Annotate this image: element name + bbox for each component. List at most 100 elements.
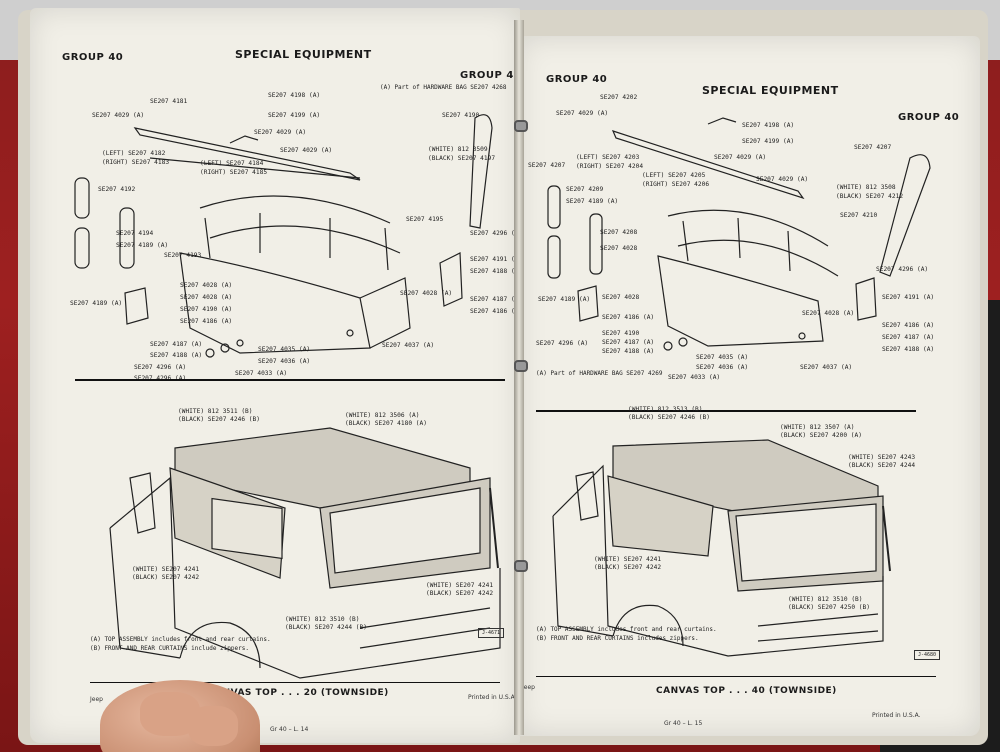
left-label-black-4246: (BLACK) SE207 4246 (B) (178, 416, 260, 423)
right-label-4186-r: SE207 4186 (A) (882, 322, 935, 329)
right-label-4202: SE207 4202 (600, 94, 638, 101)
right-label-black-4246: (BLACK) SE207 4246 (B) (628, 414, 710, 421)
right-label-4187-b: SE207 4187 (A) (602, 339, 655, 346)
left-page-caption: CANVAS TOP . . . 20 (TOWNSIDE) (208, 688, 389, 698)
right-page: GROUP 40 SPECIAL EQUIPMENT GROUP 40 (518, 36, 980, 736)
left-label-4195: SE207 4195 (406, 216, 444, 223)
left-label-4033: SE207 4033 (A) (235, 370, 288, 377)
right-hardware-note: (A) Part of HARDWARE BAG SE207 4269 (536, 370, 663, 377)
right-section-divider (536, 410, 916, 412)
right-label-white-3510: (WHITE) 812 3510 (B) (788, 596, 863, 603)
right-label-4189-b: SE207 4189 (A) (538, 296, 591, 303)
left-label-4185: (RIGHT) SE207 4185 (200, 169, 268, 176)
right-label-4033: SE207 4033 (A) (668, 374, 721, 381)
left-footnote-a: (A) TOP ASSEMBLY includes front and rear… (90, 636, 271, 643)
right-label-4190: SE207 4190 (602, 330, 640, 337)
left-label-4191: SE207 4191 (A) (470, 256, 523, 263)
right-label-4188-b: SE207 4188 (A) (602, 348, 655, 355)
right-footer-brand: Jeep (522, 684, 535, 691)
left-label-4192: SE207 4192 (98, 186, 136, 193)
left-label-4186-r: SE207 4186 (A) (470, 308, 523, 315)
left-label-black-4180: (BLACK) SE207 4180 (A) (345, 420, 427, 427)
right-label-4209: SE207 4209 (566, 186, 604, 193)
right-label-4208: SE207 4208 (600, 229, 638, 236)
right-label-4035: SE207 4035 (A) (696, 354, 749, 361)
left-label-4193: SE207 4193 (164, 252, 202, 259)
right-label-4028-a: SE207 4028 (600, 245, 638, 252)
right-label-4206: (RIGHT) SE207 4206 (642, 181, 710, 188)
left-label-4296-c: SE207 4296 (A) (134, 375, 186, 382)
right-label-4029-b: SE207 4029 (A) (714, 154, 767, 161)
right-label-4205: (LEFT) SE207 4205 (642, 172, 706, 179)
right-label-4028-c: SE207 4028 (A) (802, 310, 855, 317)
right-page-title: SPECIAL EQUIPMENT (702, 84, 839, 97)
left-label-4187-r: SE207 4187 (A) (470, 296, 523, 303)
right-caption-rule (536, 676, 936, 677)
left-group-label: GROUP 40 (62, 52, 124, 63)
right-page-reference: Gr 40 – L. 15 (664, 720, 703, 727)
right-footer-printed: Printed in U.S.A. (872, 712, 921, 719)
left-label-4188-b: SE207 4188 (A) (150, 352, 203, 359)
right-label-white-3513: (WHITE) 812 3513 (B) (628, 406, 703, 413)
left-label-4028-b: SE207 4028 (A) (180, 294, 233, 301)
left-label-white-4241-b: (WHITE) SE207 4241 (426, 582, 494, 589)
left-page: GROUP 40 SPECIAL EQUIPMENT GROUP 40 (A) … (30, 8, 523, 743)
right-label-black-4242: (BLACK) SE207 4242 (594, 564, 662, 571)
right-label-4187-r: SE207 4187 (A) (882, 334, 935, 341)
left-vehicle-canvas-top-illustration (109, 427, 501, 679)
left-group-label-right: GROUP 40 (460, 70, 522, 81)
right-label-4199: SE207 4199 (A) (742, 138, 795, 145)
right-page-caption: CANVAS TOP . . . 40 (TOWNSIDE) (656, 686, 837, 696)
left-label-4183: (RIGHT) SE207 4183 (102, 159, 170, 166)
left-label-black-4244: (BLACK) SE207 4244 (B) (285, 624, 367, 631)
right-label-4029-a: SE207 4029 (A) (556, 110, 609, 117)
right-label-black-4200: (BLACK) SE207 4200 (A) (780, 432, 862, 439)
left-label-white-4241-a: (WHITE) SE207 4241 (132, 566, 200, 573)
left-label-white-3511: (WHITE) 812 3511 (B) (178, 408, 253, 415)
right-group-label-right: GROUP 40 (898, 112, 960, 123)
right-label-black-4250: (BLACK) SE207 4250 (B) (788, 604, 870, 611)
left-label-black-4197: (BLACK) SE207 4197 (428, 155, 496, 162)
left-label-4184: (LEFT) SE207 4184 (200, 160, 264, 167)
right-label-4191: SE207 4191 (A) (882, 294, 935, 301)
left-section-divider (75, 379, 505, 381)
right-label-4296-r: SE207 4296 (A) (876, 266, 929, 273)
left-label-white-3509: (WHITE) 812 3509 (428, 146, 488, 153)
left-label-4029-b: SE207 4029 (A) (254, 129, 307, 136)
right-label-4029-c: SE207 4029 (A) (756, 176, 809, 183)
right-label-4296-b: SE207 4296 (A) (536, 340, 589, 347)
left-caption-rule (90, 682, 500, 683)
left-label-4035: SE207 4035 (A) (258, 346, 311, 353)
left-page-title: SPECIAL EQUIPMENT (235, 48, 372, 61)
left-label-4028-c: SE207 4028 (A) (400, 290, 453, 297)
binding-ring (514, 360, 528, 372)
right-label-white-3507: (WHITE) 812 3507 (A) (780, 424, 855, 431)
left-label-4182: (LEFT) SE207 4182 (102, 150, 166, 157)
left-label-4028-a: SE207 4028 (A) (180, 282, 233, 289)
right-label-4189: SE207 4189 (A) (566, 198, 619, 205)
right-label-4188-r: SE207 4188 (A) (882, 346, 935, 353)
left-figure-number: J-4671 (478, 628, 505, 638)
left-footer-brand: Jeep (90, 696, 103, 703)
left-label-4190-b: SE207 4190 (A) (180, 306, 233, 313)
left-label-4186-b: SE207 4186 (A) (180, 318, 233, 325)
left-footer-printed: Printed in U.S.A. (468, 694, 517, 701)
binding-ring (514, 560, 528, 572)
left-label-4198: SE207 4198 (A) (268, 92, 321, 99)
right-label-4207-a: SE207 4207 (528, 162, 566, 169)
left-label-4296-r: SE207 4296 (A) (470, 230, 523, 237)
left-label-4189-b: SE207 4189 (A) (70, 300, 123, 307)
left-label-4187-b: SE207 4187 (A) (150, 341, 203, 348)
right-label-4028-b: SE207 4028 (602, 294, 640, 301)
left-label-black-4242-b: (BLACK) SE207 4242 (426, 590, 494, 597)
left-label-4190: SE207 4190 (442, 112, 480, 119)
right-label-white-4241: (WHITE) SE207 4241 (594, 556, 662, 563)
right-label-4207-b: SE207 4207 (854, 144, 892, 151)
right-figure-number: J-4680 (914, 650, 941, 660)
right-group-label: GROUP 40 (546, 74, 608, 85)
left-label-black-4242-a: (BLACK) SE207 4242 (132, 574, 200, 581)
right-label-4204: (RIGHT) SE207 4204 (576, 163, 644, 170)
right-label-4186-b: SE207 4186 (A) (602, 314, 655, 321)
left-hardware-note: (A) Part of HARDWARE BAG SE207 4268 (380, 84, 507, 91)
